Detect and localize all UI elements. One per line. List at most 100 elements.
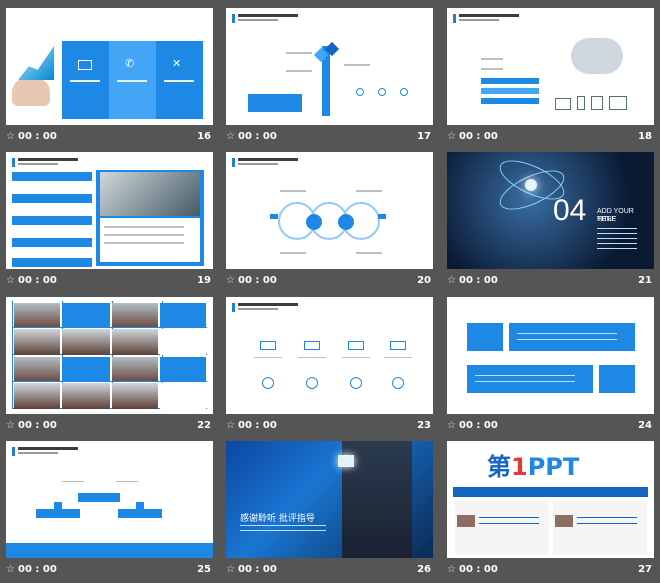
slide-thumbnail-18[interactable] (447, 8, 654, 125)
battery-icon-3 (348, 341, 364, 350)
info-column-right (553, 501, 647, 555)
slide-thumbnail-24[interactable] (447, 297, 654, 414)
slide-thumbnail-19[interactable] (6, 152, 213, 269)
star-icon[interactable]: ☆ (6, 420, 15, 431)
text-line (342, 357, 370, 358)
header-subtitle (238, 19, 278, 21)
star-icon[interactable]: ☆ (6, 564, 15, 575)
railway-photo (14, 357, 60, 381)
text-line (597, 243, 637, 244)
text-line (286, 52, 312, 54)
header-title (238, 158, 298, 161)
star-icon[interactable]: ☆ (226, 131, 235, 142)
phone-device-icon (577, 96, 585, 110)
slide-footer: ☆ 00 : 00 24 (447, 420, 654, 434)
caption-tile (62, 303, 110, 327)
label-box-2 (599, 365, 635, 393)
brand-logo: 第1PPT (487, 455, 579, 479)
logo-part-a: 第 (487, 453, 511, 481)
text-line (481, 58, 503, 60)
slide-number: 27 (638, 564, 652, 575)
glowing-square (338, 455, 354, 467)
star-icon[interactable]: ☆ (447, 131, 456, 142)
info-column-left (455, 501, 549, 555)
text-line (70, 80, 100, 82)
text-tile (160, 383, 206, 409)
slide-time: 00 : 00 (18, 275, 57, 286)
header-title (18, 158, 78, 161)
org-connector (136, 502, 144, 510)
list-bar-4 (12, 238, 92, 247)
slide-cell-26: 感谢聆听 批评指导 ☆ 00 : 00 26 (226, 441, 433, 581)
star-icon[interactable]: ☆ (226, 420, 235, 431)
slide-time: 00 : 00 (459, 564, 498, 575)
cloud-icon (571, 38, 623, 74)
caption-tile (62, 357, 110, 381)
header-marker (453, 14, 456, 23)
icon-3 (400, 88, 408, 96)
railway-photo (112, 383, 158, 409)
slide-cell-19: ☆ 00 : 00 19 (6, 152, 213, 292)
section-title-line2: HERE (597, 216, 617, 223)
growth-arrow-image (18, 46, 54, 80)
text-line (597, 238, 637, 239)
header-title (18, 447, 78, 450)
org-connector (54, 502, 62, 510)
star-icon[interactable]: ☆ (447, 275, 456, 286)
slide-thumbnail-25[interactable] (6, 441, 213, 558)
slide-number: 21 (638, 275, 652, 286)
railway-photo (112, 303, 158, 327)
slide-number: 25 (197, 564, 211, 575)
slide-cell-21: 04 ADD YOUR TITLE HERE ☆ 00 : 00 21 (447, 152, 654, 292)
star-icon[interactable]: ☆ (447, 420, 456, 431)
slide-cell-24: ☆ 00 : 00 24 (447, 297, 654, 437)
tablet-icon (591, 96, 603, 110)
footer-band (6, 543, 213, 558)
battery-icon-1 (260, 341, 276, 350)
slide-footer: ☆ 00 : 00 16 (6, 131, 213, 145)
slide-thumbnail-16[interactable]: ✆ ✕ (6, 8, 213, 125)
slide-thumbnail-23[interactable] (226, 297, 433, 414)
header-title (238, 303, 298, 306)
header-subtitle (238, 308, 278, 310)
header-subtitle (18, 452, 58, 454)
slide-thumbnail-17[interactable] (226, 8, 433, 125)
text-line (597, 248, 637, 249)
label-box-1 (467, 323, 503, 351)
slide-number: 16 (197, 131, 211, 142)
slide-cell-20: ☆ 00 : 00 20 (226, 152, 433, 292)
text-line (104, 226, 184, 228)
star-icon[interactable]: ☆ (6, 275, 15, 286)
text-line (240, 525, 326, 526)
qr-code-image (555, 515, 573, 527)
star-icon[interactable]: ☆ (447, 564, 456, 575)
header-marker (232, 158, 235, 167)
slide-thumbnail-26[interactable]: 感谢聆听 批评指导 (226, 441, 433, 558)
text-line (344, 64, 370, 66)
slide-thumbnail-20[interactable] (226, 152, 433, 269)
phone-icon: ✆ (125, 58, 135, 70)
slide-footer: ☆ 00 : 00 26 (226, 564, 433, 578)
slide-thumbnail-22[interactable] (6, 297, 213, 414)
star-icon[interactable]: ☆ (226, 564, 235, 575)
slide-time: 00 : 00 (18, 564, 57, 575)
text-line (116, 481, 138, 482)
slide-thumbnail-27[interactable]: 第1PPT (447, 441, 654, 558)
star-icon[interactable]: ☆ (6, 131, 15, 142)
slide-footer: ☆ 00 : 00 20 (226, 275, 433, 289)
railway-photo (14, 303, 60, 327)
railway-photo (14, 329, 60, 355)
tag-1 (270, 214, 278, 219)
list-bar-5 (12, 258, 92, 267)
slide-footer: ☆ 00 : 00 17 (226, 131, 433, 145)
header-title (238, 14, 298, 17)
logo-part-b: 1 (511, 453, 528, 481)
slide-time: 00 : 00 (238, 131, 277, 142)
tag-2 (378, 214, 386, 219)
star-icon[interactable]: ☆ (226, 275, 235, 286)
slide-footer: ☆ 00 : 00 27 (447, 564, 654, 578)
slide-thumbnail-21[interactable]: 04 ADD YOUR TITLE HERE (447, 152, 654, 269)
hand-image (12, 78, 50, 106)
text-line (597, 228, 637, 229)
text-line (597, 233, 637, 234)
